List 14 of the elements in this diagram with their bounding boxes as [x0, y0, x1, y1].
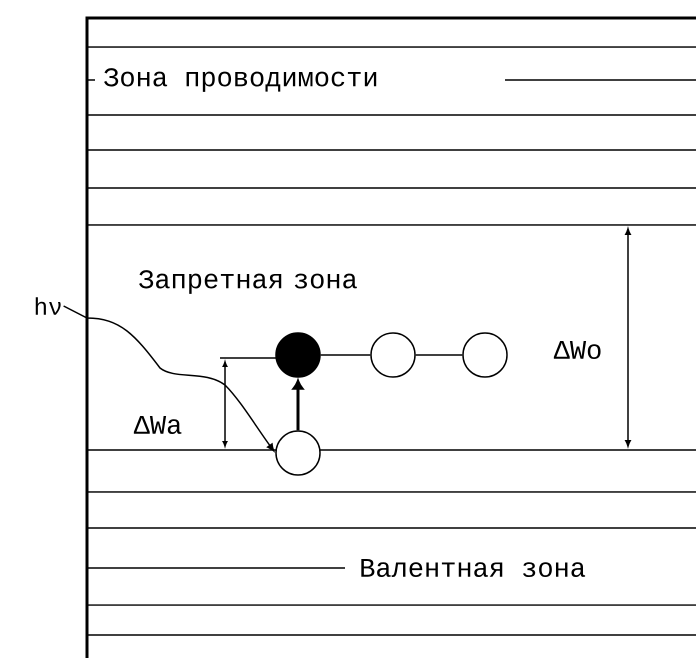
connector-line: [320, 354, 370, 356]
band-label: Валентная зона: [358, 558, 588, 578]
arrow: [292, 380, 304, 430]
level-circle: [462, 332, 508, 378]
connector-line: [416, 354, 462, 356]
hole-circle: [275, 430, 321, 476]
band-label: Зона проводимости: [102, 67, 380, 93]
level-circle: [370, 332, 416, 378]
wavy-arrow: [63, 305, 274, 452]
symbol-label: hν: [36, 297, 61, 315]
dimension-label: ΔWo: [552, 340, 604, 360]
electron-circle: [275, 332, 321, 378]
dimension-label: ΔWa: [132, 414, 184, 436]
zone-label: Запретная зона: [132, 269, 364, 295]
